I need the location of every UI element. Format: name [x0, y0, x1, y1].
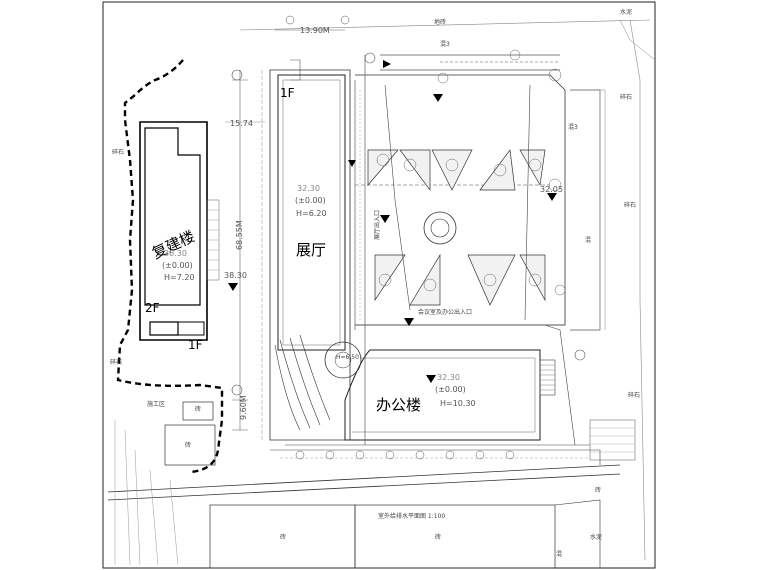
water-mud-label: 水泥	[620, 9, 633, 16]
rebuilt-building	[139, 121, 208, 341]
hall-elevation: 32.30	[297, 184, 320, 193]
spiral-stair	[324, 341, 362, 379]
meeting-entrance: 会议室及办公出入口	[418, 309, 473, 316]
plaza-outline	[355, 74, 566, 326]
brick-label-5: 砖	[595, 487, 602, 494]
gravel-left-label: 碎石	[110, 359, 123, 366]
elev-left: 38.30	[224, 271, 247, 280]
drawing-title: 室外给排水平面图 1:100	[378, 513, 446, 520]
concrete-bottom-label: 混	[556, 551, 563, 558]
brick-label: 砖	[195, 406, 202, 413]
hall-name: 展厅	[296, 241, 327, 259]
road-edge	[239, 19, 651, 31]
bottom-lot-right	[354, 504, 556, 569]
top-concrete-edge	[380, 54, 560, 71]
hall-outline	[277, 74, 346, 351]
hall-height: H=6.20	[296, 209, 327, 218]
stair-height: H=6.50	[336, 354, 359, 361]
road-line-1	[107, 464, 621, 493]
right-road-edge	[629, 19, 646, 561]
rebuilt-zero: (±0.00)	[162, 261, 193, 270]
concrete3-label: 混3	[440, 41, 450, 48]
elev-right: 32.05	[540, 185, 563, 194]
office-zero: (±0.00)	[435, 385, 466, 394]
dim-vertical: 68.55M	[235, 220, 244, 250]
floor-tile-label: 地砖	[434, 19, 447, 26]
gravel-label-3: 碎石	[628, 392, 641, 399]
property-boundary	[116, 59, 224, 474]
rebuilt-floor-upper: 2F	[145, 301, 160, 315]
office-elevation: 32.30	[437, 373, 460, 382]
central-fountain	[423, 211, 457, 245]
hall-entrance: 展厅出入口	[374, 209, 381, 240]
rebuilt-floor-lower: 1F	[188, 338, 203, 352]
site-office: 施工区	[147, 401, 166, 408]
dim-top: 13.90M	[300, 26, 330, 35]
dim-left: 15.74	[230, 119, 253, 128]
hall-floor: 1F	[280, 86, 295, 100]
concrete3-right-label: 混3	[568, 124, 578, 131]
office-outline	[344, 349, 541, 441]
right-wall	[570, 89, 601, 331]
gravel-label-2: 碎石	[624, 202, 637, 209]
water-mud-label-2: 水泥	[590, 534, 603, 541]
rebuilt-height: H=7.20	[164, 273, 195, 282]
gravel-left-label-2: 碎石	[112, 149, 125, 156]
drainage-lines	[285, 55, 590, 446]
rebuilt-elevation: 38.30	[164, 249, 187, 258]
plaza-planters	[367, 149, 546, 306]
elevation-markers	[228, 60, 557, 383]
brick-label-3: 砖	[280, 534, 287, 541]
brick-label-4: 砖	[435, 534, 442, 541]
gravel-label: 碎石	[620, 94, 633, 101]
office-height: H=10.30	[440, 399, 476, 408]
curved-ramp	[274, 334, 331, 431]
road-line-2	[107, 473, 621, 501]
brick-label-2: 砖	[185, 442, 192, 449]
hall-zero: (±0.00)	[295, 196, 326, 205]
office-name: 办公楼	[376, 396, 422, 414]
concrete-label: 混	[585, 237, 592, 244]
dim-bottom: 9.60M	[239, 395, 248, 420]
